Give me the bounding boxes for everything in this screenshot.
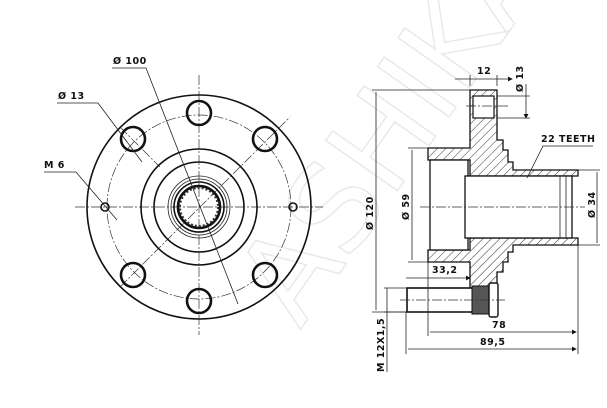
hub-ring-inner-2 xyxy=(170,178,228,236)
diagonal-centerline xyxy=(119,116,291,288)
hub-ring-inner xyxy=(167,175,231,239)
flange-outline xyxy=(86,94,312,320)
bolt-hole-label: Ø 13 xyxy=(58,91,85,102)
stud-hole-label: Ø 13 xyxy=(515,65,526,92)
bolt-hole-leader xyxy=(57,102,143,163)
bolt-hole xyxy=(119,125,147,153)
hub-ring xyxy=(153,161,245,253)
outer-diameter-label: Ø 120 xyxy=(365,196,376,230)
hub-length-label: 78 xyxy=(492,320,506,331)
bolt-circle xyxy=(106,114,292,300)
flange-thickness-label: 12 xyxy=(477,66,491,77)
bolt-hole xyxy=(251,125,279,153)
stud-length-label: 33,2 xyxy=(432,265,457,276)
bore-outer xyxy=(173,181,225,233)
pcd-label: Ø 100 xyxy=(113,56,147,67)
bolt-hole xyxy=(119,261,147,289)
spline-label: 22 TEETH xyxy=(541,134,595,145)
spline-teeth xyxy=(179,187,219,227)
bore xyxy=(176,184,222,230)
pcd-leader xyxy=(112,67,239,305)
bolt-hole xyxy=(185,287,213,315)
stud-thread-label: M 12X1,5 xyxy=(376,318,387,372)
thread-hole xyxy=(288,202,298,212)
thread-hole-leader xyxy=(44,171,118,221)
thread-hole-label: M 6 xyxy=(44,160,65,171)
hub-section-lower xyxy=(427,237,579,313)
pilot-bore xyxy=(429,159,469,251)
overall-length-label: 89,5 xyxy=(480,337,505,348)
spline-leader xyxy=(526,145,593,179)
bore-diameter-label: Ø 34 xyxy=(587,191,598,218)
bolt-hole xyxy=(185,99,213,127)
stud-hole-section xyxy=(472,95,495,119)
pilot-diameter-label: Ø 59 xyxy=(401,193,412,220)
front-view: Ø 100 Ø 13 M 6 xyxy=(44,56,323,335)
section-view: 12 Ø 13 22 TEETH Ø 120 Ø 59 Ø 34 33,2 78 xyxy=(365,65,600,372)
hub-section-upper xyxy=(427,89,579,177)
hub-ring-outer xyxy=(140,148,258,266)
bolt-hole xyxy=(251,261,279,289)
thread-hole xyxy=(100,202,110,212)
diagonal-centerline-2 xyxy=(119,126,161,168)
